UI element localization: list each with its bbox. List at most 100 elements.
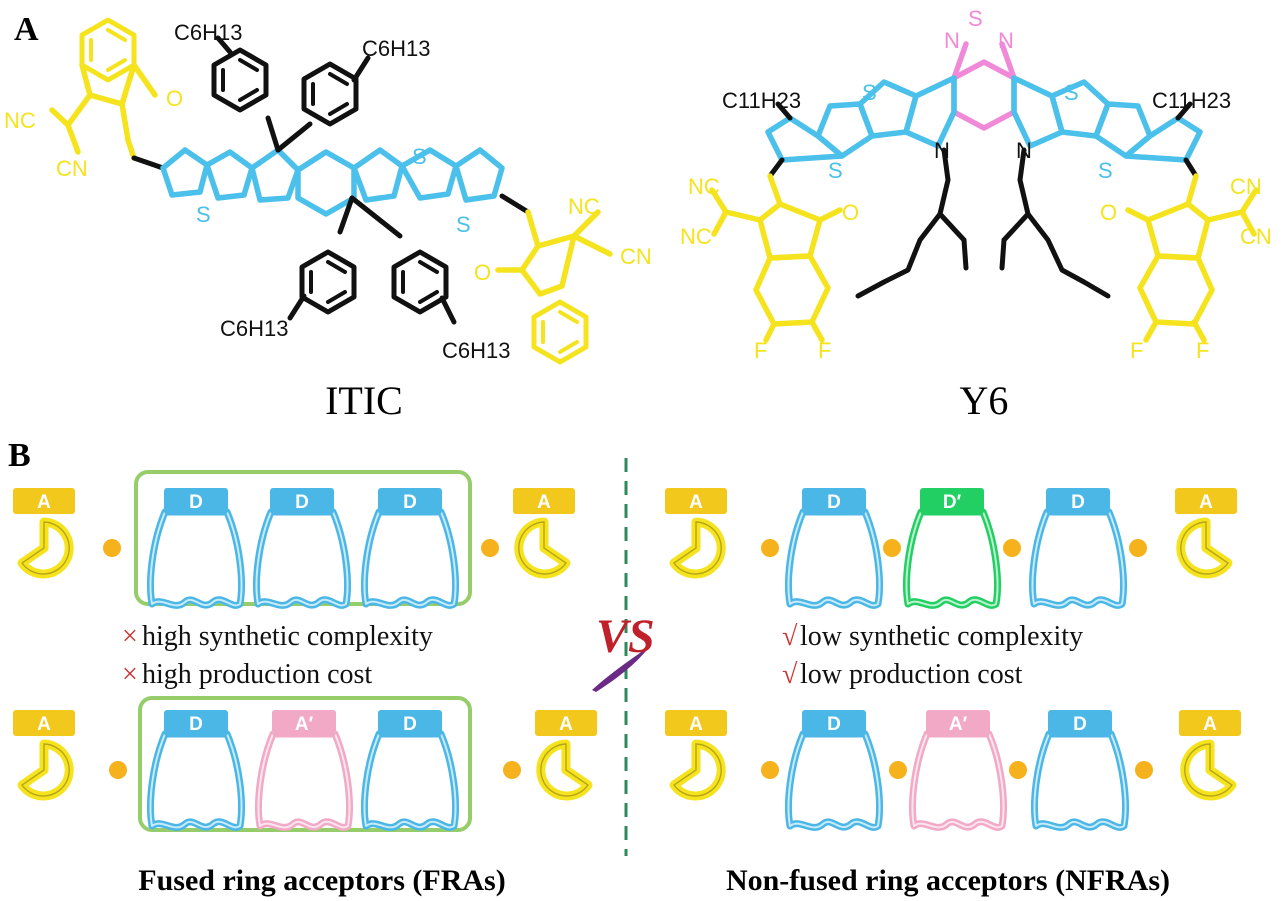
fra1-donor-1-tag <box>164 488 228 514</box>
fra2-donor-1-tag-label: D <box>189 714 203 735</box>
nfra1-linker-dot-1 <box>761 539 779 557</box>
y6-nc-label-2: NC <box>680 224 712 249</box>
nfra1-donor-prime-tag-label: D′ <box>943 492 962 513</box>
fra2-acceptor-right-tag-label: A <box>559 714 573 735</box>
nfra2-linker-dot-4 <box>1135 761 1153 779</box>
panel-b-label: B <box>8 437 31 474</box>
nfra1-acceptor-right-tag <box>1175 488 1237 514</box>
itic-s-label-1: S <box>196 202 211 227</box>
fra1-donor-2-tag <box>270 488 334 514</box>
fra1-acceptor-right-tag-label: A <box>537 492 551 513</box>
nfra1-linker-dot-3 <box>1003 539 1021 557</box>
y6-f-label-2: F <box>818 338 831 363</box>
fra1-donor-3-tag-label: D <box>403 492 417 513</box>
fra2-acceptor-left-tag-label: A <box>37 714 51 735</box>
nfra1-donor-2-tag-label: D <box>1071 492 1085 513</box>
panel-a-label: A <box>14 11 39 48</box>
y6-c11h23-label-2: C11H23 <box>1152 88 1231 113</box>
y6-f-label-1: F <box>754 338 767 363</box>
fra1-donor-3-tag <box>378 488 442 514</box>
itic-right-end-group <box>495 209 613 362</box>
nfra1-donor-1-tag-label: D <box>827 492 841 513</box>
fra1-donor-2 <box>257 512 348 605</box>
nfra1-donor-2 <box>1033 512 1124 605</box>
y6-f-label-3: F <box>1130 338 1143 363</box>
nfra2-acceptor-left-tag <box>665 710 727 736</box>
nfra2-donor-2-tag <box>1048 710 1112 736</box>
nfra1-acceptor-right-tag-label: A <box>1199 492 1213 513</box>
nfra1-acceptor-left-tag <box>665 488 727 514</box>
nfra2-donor-1-tag <box>802 710 866 736</box>
nfra2-acceptor-left <box>674 744 721 796</box>
y6-o-label-2: O <box>1100 200 1117 225</box>
fra-cons-mark-1: × <box>122 621 138 652</box>
itic-c6h13-label-3: C6H13 <box>220 316 288 341</box>
nfra2-linker-dot-1 <box>761 761 779 779</box>
nfra2-acceptor-prime-tag <box>926 710 990 736</box>
y6-s-label-3: S <box>828 158 843 183</box>
y6-name: Y6 <box>960 378 1009 423</box>
itic-nc-label-1: NC <box>4 108 36 133</box>
fra2-linker-dot-1 <box>109 761 127 779</box>
nfra2-acceptor-prime <box>913 734 1004 827</box>
nfra1-linker-dot-2 <box>883 539 901 557</box>
itic-c6h13-label-4: C6H13 <box>442 338 510 363</box>
nfra2-donor-2 <box>1035 734 1126 827</box>
y6-end-groups <box>709 173 1259 343</box>
nfra1-linker-dot-4 <box>1129 539 1147 557</box>
fra2-fused-frame <box>138 696 472 832</box>
itic-left-end-group <box>49 20 158 161</box>
y6-s-label-core: S <box>968 6 983 31</box>
fra2-acceptor-right-tag <box>535 710 597 736</box>
itic-c6h13-label-1: C6H13 <box>174 20 242 45</box>
nfra2-acceptor-right-tag-label: A <box>1203 714 1217 735</box>
fra-cons-1: high synthetic complexity <box>142 621 433 652</box>
nfra1-acceptor-right <box>1181 522 1228 574</box>
itic-structure: NC CN O NC CN O S S S C6H13 C6H13 C6H13 … <box>4 20 652 363</box>
y6-n-label-2: N <box>1016 138 1032 163</box>
nfra2-acceptor-left-tag-label: A <box>689 714 703 735</box>
itic-o-label-1: O <box>166 86 183 111</box>
nfra2-acceptor-right-tag <box>1179 710 1241 736</box>
fra2-donor-2-tag-label: D <box>403 714 417 735</box>
fra1-donor-2-tag-label: D <box>295 492 309 513</box>
y6-n-label-1: N <box>934 138 950 163</box>
itic-nc-label-2: NC <box>568 194 600 219</box>
itic-core <box>160 147 505 217</box>
itic-name: ITIC <box>325 378 403 423</box>
nfra-caption: Non-fused ring acceptors (NFRAs) <box>726 864 1170 897</box>
nfra-pros-mark-1: √ <box>782 621 798 652</box>
y6-n-label-core-2: N <box>998 28 1014 53</box>
itic-s-label-2: S <box>412 144 427 169</box>
nfra1-donor-prime <box>907 512 998 605</box>
y6-core-blue <box>765 75 1203 163</box>
itic-cn-label-2: CN <box>620 244 652 269</box>
fra1-linker-dot-1 <box>103 539 121 557</box>
y6-structure: S N N N N S S S S C11H23 C11H23 NC NC CN… <box>680 6 1272 363</box>
fra2-acceptor-right <box>541 744 588 796</box>
y6-n-label-core-1: N <box>944 28 960 53</box>
y6-alkyl-chains <box>767 101 1199 299</box>
fra1-donor-3 <box>365 512 456 605</box>
y6-o-label-1: O <box>842 200 859 225</box>
nfra2-linker-dot-2 <box>889 761 907 779</box>
vs-text: VS <box>596 610 655 663</box>
y6-s-label-2: S <box>1064 80 1079 105</box>
y6-cn-label-2: CN <box>1240 224 1272 249</box>
fra2-donor-2 <box>365 734 456 827</box>
fra2-donor-2-tag <box>378 710 442 736</box>
itic-c6h13-label-2: C6H13 <box>362 36 430 61</box>
fra1-acceptor-left-tag-label: A <box>37 492 51 513</box>
nfra2-linker-dot-3 <box>1009 761 1027 779</box>
nfra1-acceptor-left-tag-label: A <box>689 492 703 513</box>
fra2-acceptor-left <box>22 744 69 796</box>
nfra1-donor-2-tag <box>1046 488 1110 514</box>
fra2-acceptor-prime-tag-label: A′ <box>295 714 314 735</box>
fra1-acceptor-left <box>22 522 69 574</box>
itic-aryl-groups <box>214 35 457 325</box>
fra1-acceptor-left-tag <box>13 488 75 514</box>
fra1-acceptor-right <box>519 522 566 574</box>
nfra2-donor-1 <box>789 734 880 827</box>
